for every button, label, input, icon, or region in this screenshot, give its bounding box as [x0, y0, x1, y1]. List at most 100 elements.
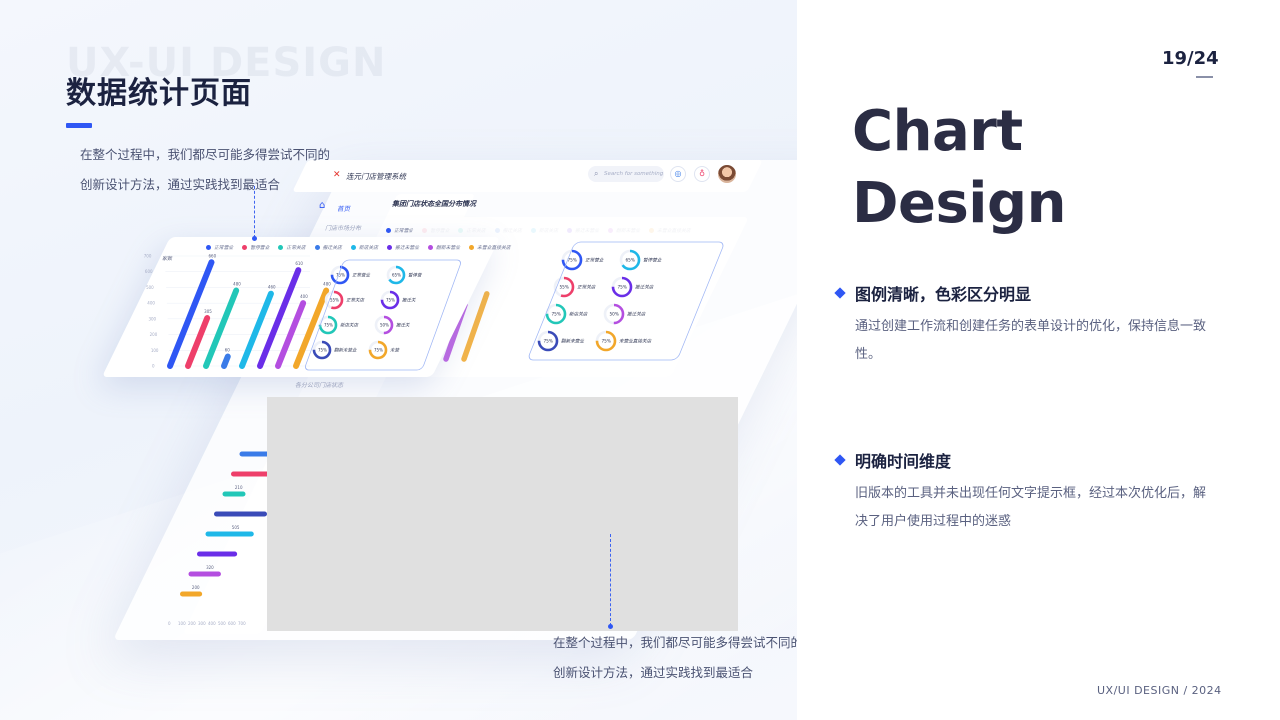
- system-name: 连元门店管理系统: [346, 172, 406, 181]
- nav-item-home[interactable]: 首页: [337, 205, 350, 213]
- donut-ring: [368, 340, 388, 360]
- donut-label: 搬迁关店: [635, 285, 655, 291]
- donut-value: 55%: [330, 298, 339, 303]
- donut-ring: [330, 265, 350, 285]
- bar-data-label: 460: [268, 285, 276, 290]
- mockup-search-box[interactable]: [588, 166, 664, 182]
- bar-data-label: 480: [323, 282, 331, 287]
- y-tick-label: 300: [148, 316, 156, 321]
- donut-label: 正常关店: [577, 285, 597, 291]
- legend-label: 正常营业: [394, 229, 414, 234]
- y-tick-label: 100: [151, 348, 159, 353]
- nav-item-distribution[interactable]: 门店市场分布: [325, 225, 362, 232]
- donut-ring: [312, 340, 332, 360]
- legend-label: 搬迁关店: [322, 246, 342, 251]
- bar-7: [275, 300, 307, 369]
- bar-data-label: 305: [204, 309, 212, 314]
- footer-text: UX/UI DESIGN / 2024: [1097, 684, 1222, 697]
- legend-dot: [278, 245, 284, 250]
- donut-value: 75%: [544, 339, 553, 344]
- donut-ring: [619, 249, 641, 271]
- donut-label: 未营业直接关店: [619, 339, 653, 345]
- settings-icon[interactable]: ◎: [670, 166, 686, 182]
- mid-bar: [461, 291, 490, 362]
- callout-line-bottom: [610, 534, 611, 626]
- donut-ring: [324, 290, 344, 310]
- donut-panel-border: [305, 259, 461, 371]
- x-tick-label: 300: [198, 621, 206, 626]
- page-number-underline: [1196, 76, 1213, 78]
- legend-dot: [428, 245, 434, 250]
- donut-label: 暂停营: [408, 273, 423, 279]
- legend-dot: [386, 228, 391, 233]
- donut-label: 新店关店: [340, 323, 359, 329]
- diamond-bullet-icon: [834, 454, 846, 466]
- y-tick-label: 400: [147, 301, 155, 306]
- donut-label: 正常营业: [352, 273, 370, 279]
- donut-ring: [561, 249, 583, 271]
- legend-item[interactable]: 未营业直接关店: [469, 244, 511, 251]
- x-tick-label: 500: [218, 621, 226, 626]
- dashboard-mockup: ✕ 连元门店管理系统 ⌕ Search for something ◎ ♁ ⌂ …: [143, 163, 738, 626]
- feature-description: 通过创建工作流和创建任务的表单设计的优化，保持信息一致性。: [855, 319, 1207, 362]
- bar-data-label: 610: [295, 261, 303, 266]
- legend-item[interactable]: 正常营业: [386, 227, 413, 234]
- callout-note-bottom: 在整个过程中，我们都尽可能多得尝试不同的创新设计方法，通过实践找到最适合: [553, 635, 797, 680]
- bar-data-label: 400: [300, 294, 308, 299]
- donut-label: 搬迁关店: [627, 312, 647, 318]
- donut-label: 翻新未营业: [561, 339, 584, 345]
- legend-dot: [350, 245, 356, 250]
- donut-ring: [611, 276, 633, 298]
- page-number: 19/24: [1162, 48, 1219, 69]
- bar-3: [203, 287, 240, 369]
- donut-label: 新店关店: [569, 312, 589, 318]
- legend-label: 翻新未营业: [436, 246, 461, 251]
- legend-front: 正常营业 暂停营业 正常关店 搬迁关店 新店关店 搬迁未营业 翻新未营业 未营业直接关店: [206, 244, 511, 251]
- callout-note-top: 在整个过程中，我们都尽可能多得尝试不同的创新设计方法，通过实践找到最适合: [80, 147, 331, 192]
- y-axis-label: 家数: [162, 255, 173, 262]
- legend-label: 暂停营业: [250, 246, 270, 251]
- hbar-data-label: 320: [206, 565, 214, 570]
- image-placeholder: [267, 397, 738, 631]
- legend-dot: [242, 245, 248, 250]
- legend-item[interactable]: 暂停营业: [242, 244, 269, 251]
- legend-item[interactable]: 正常关店: [278, 244, 306, 251]
- donut-label: 翻新未营业: [334, 348, 357, 354]
- donut-value: 75%: [324, 323, 333, 328]
- y-tick-label: 600: [145, 269, 153, 274]
- donut-ring: [553, 276, 575, 298]
- legend-item[interactable]: 搬迁关店: [314, 244, 342, 251]
- legend-item[interactable]: 搬迁未营业: [387, 244, 419, 251]
- search-icon: ⌕: [594, 169, 599, 178]
- donut-ring: [374, 315, 394, 335]
- bar-1: [167, 259, 215, 369]
- home-icon: ⌂: [319, 200, 326, 211]
- callout-dot-top: [252, 236, 257, 241]
- feature-item-time: 明确时间维度 旧版本的工具并未出现任何文字提示框，经过本次优化后，解决了用户使用…: [834, 448, 1234, 536]
- page-title: 数据统计页面: [66, 76, 252, 111]
- x-tick-label: 200: [188, 621, 196, 626]
- y-tick-label: 700: [144, 254, 152, 259]
- bar-6: [257, 267, 302, 369]
- legend-dot: [314, 245, 320, 250]
- x-tick-label: 100: [178, 621, 186, 626]
- bar-4: [221, 353, 231, 369]
- donut-value: 75%: [386, 298, 395, 303]
- donut-value: 75%: [552, 312, 561, 317]
- feature-description: 旧版本的工具并未出现任何文字提示框，经过本次优化后，解决了用户使用过程中的迷惑: [855, 486, 1207, 529]
- legend-label: 未营业直接关店: [477, 246, 511, 251]
- donut-panel-border: [528, 241, 724, 361]
- y-tick-label: 200: [150, 332, 158, 337]
- donut-label: 搬迁关: [396, 323, 410, 329]
- user-avatar[interactable]: [716, 163, 738, 185]
- legend-item[interactable]: 正常营业: [206, 244, 233, 251]
- notification-icon[interactable]: ♁: [694, 166, 710, 182]
- bar-2: [185, 315, 211, 369]
- watermark-text: UX-UI DESIGN: [66, 40, 387, 86]
- y-tick-label: 500: [146, 285, 154, 290]
- legend-item[interactable]: 新店关店: [350, 244, 378, 251]
- legend-item[interactable]: 翻新未营业: [428, 244, 460, 251]
- hero-heading: Chart Design: [852, 96, 1066, 240]
- y-tick-label: 0: [152, 364, 155, 369]
- feature-title: 图例清晰，色彩区分明显: [855, 285, 1032, 304]
